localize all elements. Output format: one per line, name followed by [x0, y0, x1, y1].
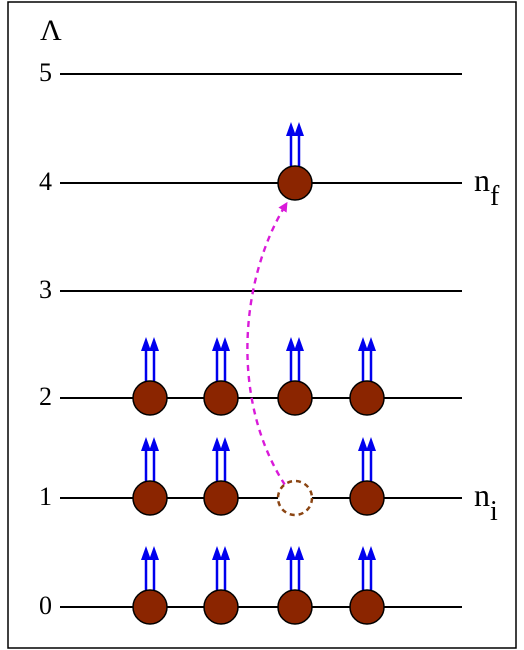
electron-L1-3: [349, 480, 385, 516]
frame: [7, 1, 517, 649]
spin-up-arrows: [286, 546, 304, 592]
electron-L1-0: [132, 480, 168, 516]
spin-up-arrows: [286, 337, 304, 383]
spin-up-arrows: [212, 437, 230, 483]
spin-up-arrows: [358, 337, 376, 383]
spin-up-arrows: [358, 437, 376, 483]
spin-up-arrows: [358, 546, 376, 592]
electron-L0-3: [349, 589, 385, 625]
transition-arrow: [246, 201, 288, 486]
particles: [132, 122, 385, 625]
side-label-sub: i: [490, 496, 498, 527]
side-label-base: n: [474, 477, 490, 513]
side-label-4: nf: [474, 162, 500, 212]
electron-L2-1: [203, 380, 239, 416]
level-label-0: 0: [39, 591, 52, 620]
level-label-1: 1: [39, 482, 52, 511]
spin-up-arrows: [141, 546, 159, 592]
electron-L0-0: [132, 589, 168, 625]
spin-up-arrows: [286, 122, 304, 168]
hole-L1-2: [276, 479, 314, 517]
electron-L2-0: [132, 380, 168, 416]
level-label-4: 4: [39, 167, 52, 196]
level-label-5: 5: [39, 58, 52, 87]
side-label-base: n: [474, 162, 490, 198]
electron-L0-1: [203, 589, 239, 625]
level-label-3: 3: [39, 275, 52, 304]
electron-L0-2: [277, 589, 313, 625]
electron-L4-2: [277, 165, 313, 201]
electron-L2-2: [277, 380, 313, 416]
spin-up-arrows: [212, 337, 230, 383]
spin-up-arrows: [141, 437, 159, 483]
electron-L2-3: [349, 380, 385, 416]
side-label-sub: f: [490, 181, 500, 212]
spin-up-arrows: [141, 337, 159, 383]
spin-up-arrows: [212, 546, 230, 592]
axis-label: Λ: [40, 14, 62, 47]
electron-L1-1: [203, 480, 239, 516]
transition-path: [246, 201, 288, 486]
side-label-1: ni: [474, 477, 498, 527]
level-label-2: 2: [39, 382, 52, 411]
